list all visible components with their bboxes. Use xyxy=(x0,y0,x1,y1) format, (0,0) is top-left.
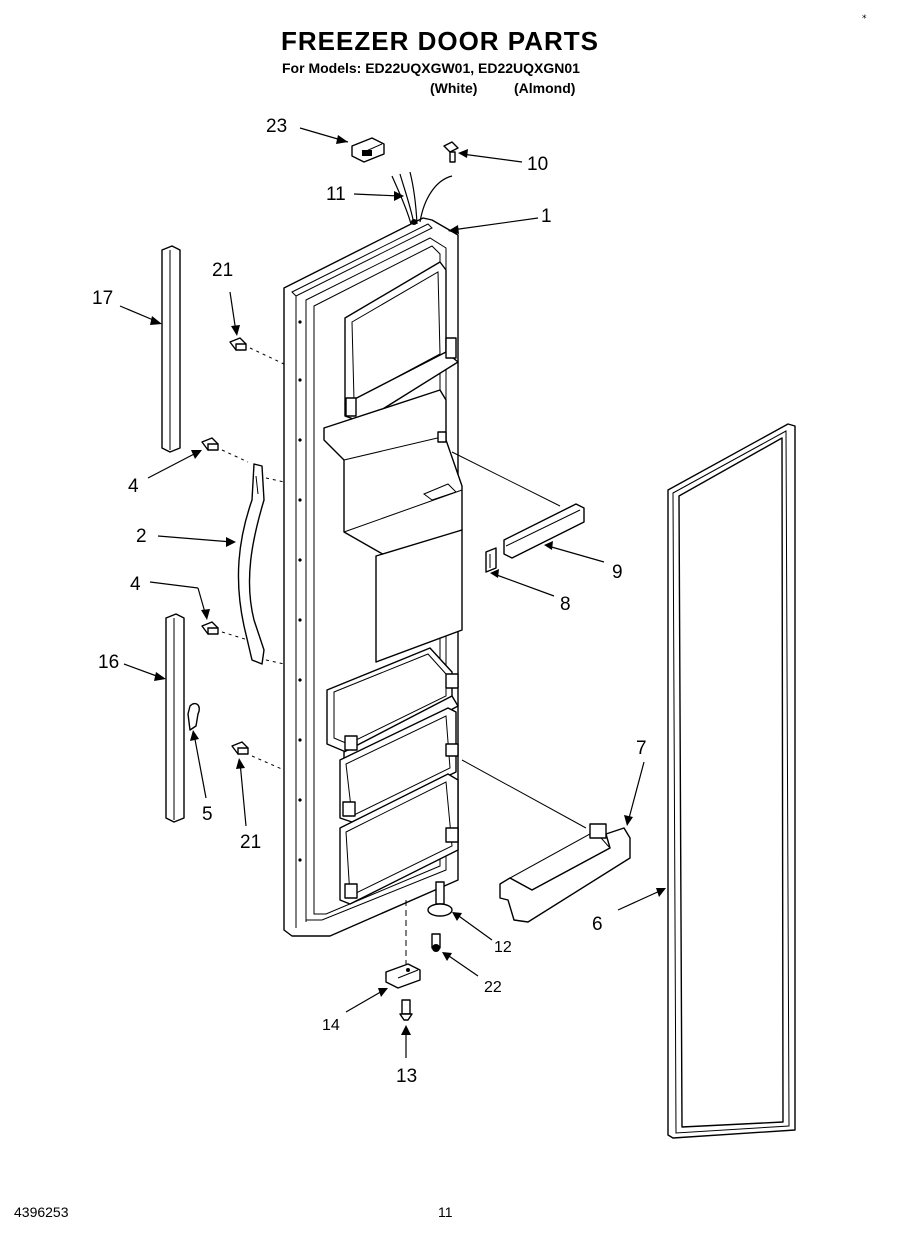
door-shelf-7 xyxy=(499,823,631,923)
callout-7: 7 xyxy=(636,738,647,759)
callout-13: 13 xyxy=(396,1066,417,1087)
hinge-bracket-14 xyxy=(385,963,421,989)
door-handle xyxy=(237,463,265,665)
page-number: 11 xyxy=(438,1204,453,1220)
hinge-pin-12 xyxy=(427,881,453,917)
clip-5 xyxy=(187,702,200,731)
leader-lines xyxy=(119,127,666,1058)
callout-1: 1 xyxy=(541,206,552,227)
assembly-guide-lines xyxy=(221,347,587,964)
callout-21-lower: 21 xyxy=(240,832,261,853)
trim-strip-17 xyxy=(161,245,181,453)
handle-screw-upper xyxy=(201,437,219,451)
models-line: For Models: ED22UQXGW01, ED22UQXGN01 xyxy=(282,60,580,76)
door-upper-bin xyxy=(344,261,459,423)
hinge-screw-13 xyxy=(399,999,413,1021)
callout-9: 9 xyxy=(612,562,623,583)
hinge-screw-22 xyxy=(431,933,441,952)
callout-4-lower: 4 xyxy=(130,574,141,595)
door-lower-bins xyxy=(326,647,459,905)
trim-strip-16 xyxy=(165,613,185,823)
callout-23: 23 xyxy=(266,116,287,137)
finish-almond: (Almond) xyxy=(514,80,576,96)
part-number: 4396253 xyxy=(14,1204,69,1220)
screw-10 xyxy=(443,141,459,163)
handle-screw-lower xyxy=(201,621,219,635)
callout-22: 22 xyxy=(484,979,502,996)
door-hinge-holes xyxy=(298,320,302,862)
corner-mark: * xyxy=(862,14,867,24)
callout-17: 17 xyxy=(92,288,113,309)
dispenser-trim-9 xyxy=(503,503,585,559)
callout-4-upper: 4 xyxy=(128,476,139,497)
finish-white: (White) xyxy=(430,80,478,96)
callout-12: 12 xyxy=(494,939,512,956)
page-title: FREEZER DOOR PARTS xyxy=(281,26,599,56)
wire-connector xyxy=(351,137,385,163)
callout-16: 16 xyxy=(98,652,119,673)
callout-numbers: 23 10 11 1 21 17 4 2 4 16 5 21 9 8 7 6 1… xyxy=(92,116,647,1087)
callout-6: 6 xyxy=(592,914,603,935)
dispenser-clip-8 xyxy=(485,547,497,573)
callout-5: 5 xyxy=(202,804,213,825)
callout-14: 14 xyxy=(322,1017,340,1034)
trim-screw-lower xyxy=(231,741,249,755)
wire-harness xyxy=(391,171,453,225)
door-panel xyxy=(283,217,463,937)
callout-8: 8 xyxy=(560,594,571,615)
callout-10: 10 xyxy=(527,154,548,175)
dispenser-housing xyxy=(323,389,463,663)
door-gasket xyxy=(667,423,796,1139)
callout-2: 2 xyxy=(136,526,147,547)
trim-screw-upper xyxy=(229,337,247,351)
callout-11: 11 xyxy=(326,184,346,205)
callout-21-upper: 21 xyxy=(212,260,233,281)
